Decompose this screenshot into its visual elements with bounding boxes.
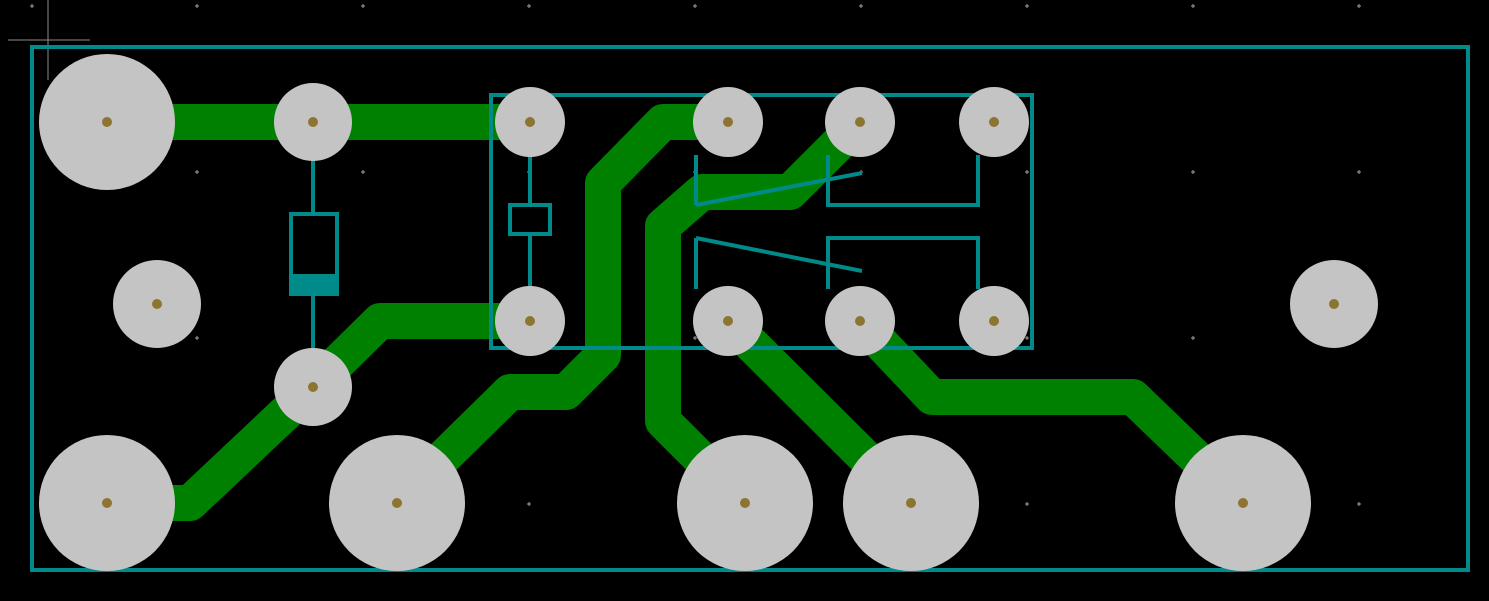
pad-diode-anode[interactable] xyxy=(274,83,352,161)
drill-hole xyxy=(855,316,865,326)
pad-relay-no-1[interactable] xyxy=(959,87,1029,157)
pad-connector-4[interactable] xyxy=(843,435,979,571)
pad-diode-cathode[interactable] xyxy=(274,348,352,426)
drill-hole xyxy=(740,498,750,508)
drill-hole xyxy=(308,117,318,127)
pad-relay-nc-1[interactable] xyxy=(825,87,895,157)
drill-hole xyxy=(525,117,535,127)
pad-mount-left[interactable] xyxy=(113,260,201,348)
pad-connector-2[interactable] xyxy=(329,435,465,571)
drill-hole xyxy=(308,382,318,392)
pad-relay-nc-2[interactable] xyxy=(825,286,895,356)
switch1-lever xyxy=(695,171,863,207)
pad-connector-5[interactable] xyxy=(1175,435,1311,571)
track-center-left[interactable] xyxy=(379,104,746,521)
drill-hole xyxy=(102,498,112,508)
drill-hole xyxy=(525,316,535,326)
drill-hole xyxy=(1238,498,1248,508)
drill-hole xyxy=(723,117,733,127)
drill-hole xyxy=(392,498,402,508)
drill-hole xyxy=(989,117,999,127)
pad-relay-coil-1[interactable] xyxy=(495,87,565,157)
drill-hole xyxy=(989,316,999,326)
drill-hole xyxy=(152,299,162,309)
pad-relay-com-2[interactable] xyxy=(693,286,763,356)
track-center-right[interactable] xyxy=(645,104,878,521)
pad-mount-right[interactable] xyxy=(1290,260,1378,348)
pad-relay-com-1[interactable] xyxy=(693,87,763,157)
drill-hole xyxy=(1329,299,1339,309)
pad-connector-1[interactable] xyxy=(39,435,175,571)
drill-hole xyxy=(723,316,733,326)
pad-relay-coil-2[interactable] xyxy=(495,286,565,356)
pads xyxy=(39,54,1378,571)
track-to-connector-5[interactable] xyxy=(842,303,1261,521)
drill-hole xyxy=(906,498,916,508)
switch2-lever xyxy=(695,236,863,273)
switch2-contact-frame xyxy=(826,236,980,289)
pad-relay-no-2[interactable] xyxy=(959,286,1029,356)
pad-connector-3[interactable] xyxy=(677,435,813,571)
drill-hole xyxy=(102,117,112,127)
switch1-contact-frame xyxy=(826,155,980,207)
relay-outline xyxy=(489,93,1034,350)
pad-power-in[interactable] xyxy=(39,54,175,190)
silkscreen xyxy=(289,93,1034,387)
crosshair-cursor xyxy=(8,0,90,80)
diode-cathode-band xyxy=(289,274,339,296)
drill-hole xyxy=(855,117,865,127)
